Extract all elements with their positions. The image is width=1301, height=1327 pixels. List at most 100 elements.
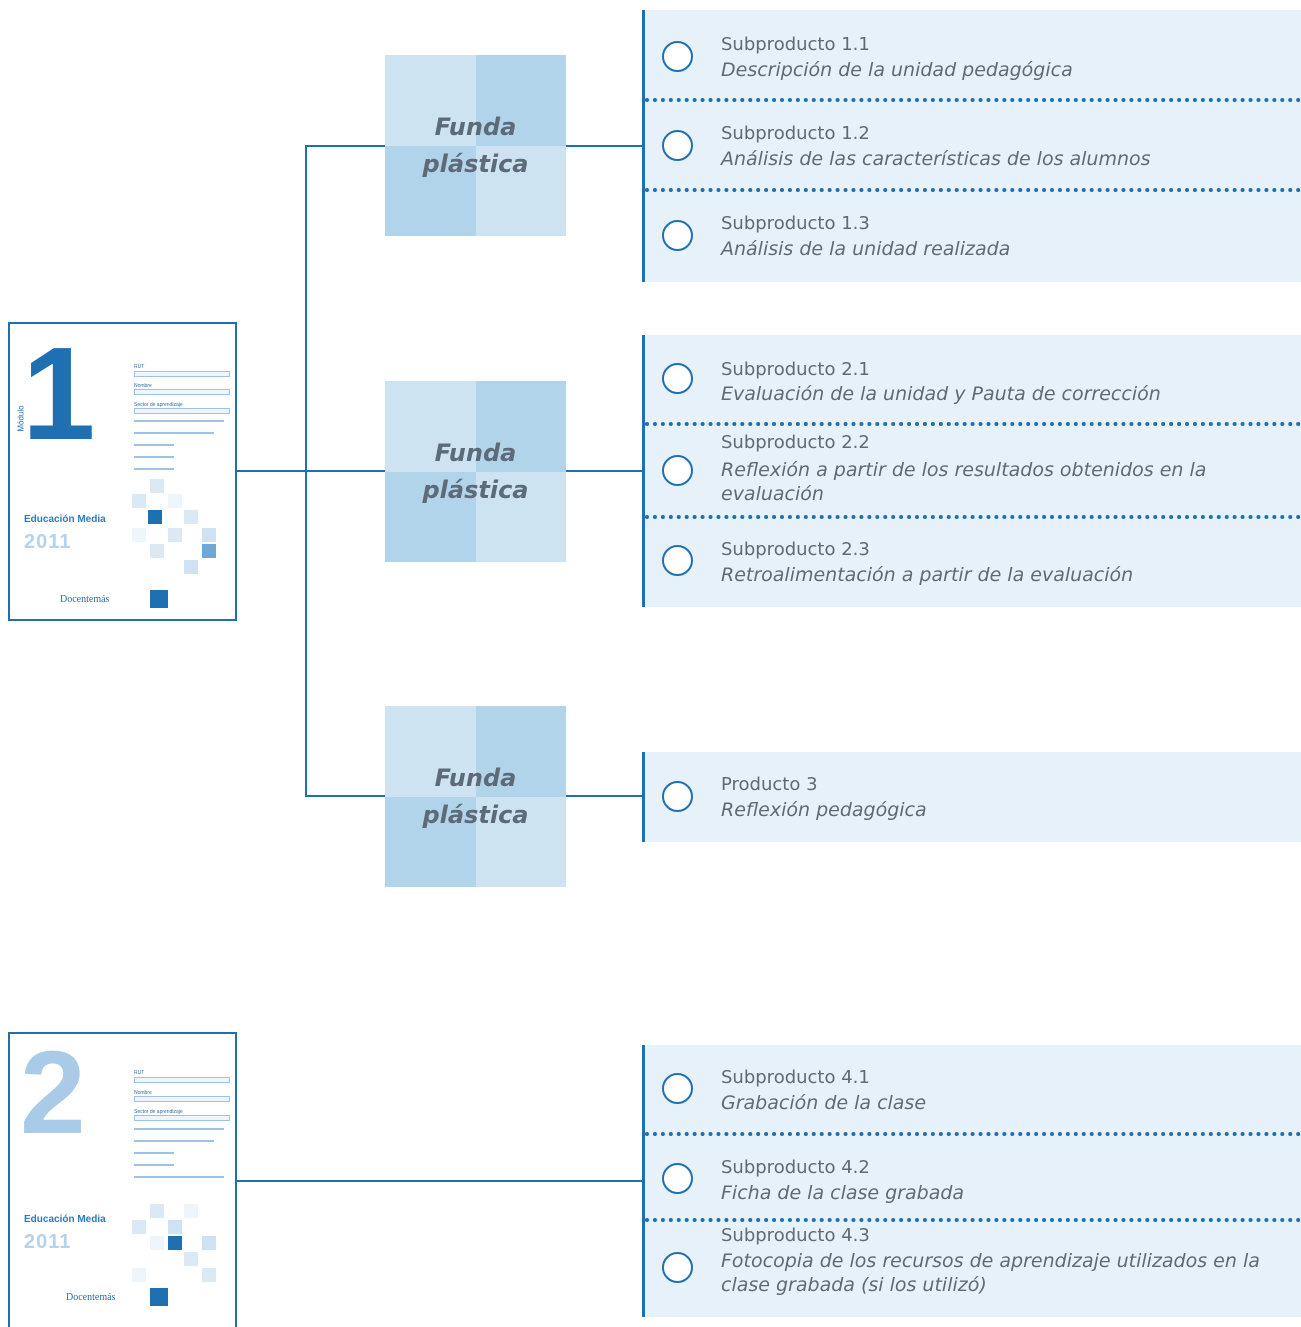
item-description: Reflexión pedagógica: [721, 799, 927, 821]
tile-quadrant: [385, 471, 476, 562]
form-sector-label: Sector de aprendizaje: [134, 1109, 183, 1115]
dimension-tile-2: Funda plástica: [385, 381, 566, 562]
item-description: Descripción de la unidad pedagógica: [721, 59, 1073, 81]
dotted-divider: [645, 188, 1301, 192]
product-panel-4: Subproducto 4.1 Grabación de la clase Su…: [642, 1045, 1301, 1317]
cover-square: [150, 479, 164, 493]
year-label: 2011: [24, 1231, 72, 1253]
brand-logo: Docentemás: [60, 594, 110, 605]
checkbox-circle-icon[interactable]: [662, 455, 693, 486]
tile-quadrant: [385, 381, 476, 472]
government-seal: [150, 1288, 168, 1306]
cover-square: [150, 1204, 164, 1218]
checkbox-circle-icon[interactable]: [662, 130, 693, 161]
form-text-line: [134, 1164, 174, 1166]
tile-label-line: plástica: [422, 149, 529, 178]
module-1-cover: 1 Módulo RUT Nombre Sector de aprendizaj…: [8, 322, 237, 621]
dotted-divider: [645, 515, 1301, 519]
brand-logo: Docentemás: [66, 1292, 116, 1303]
checkbox-circle-icon[interactable]: [662, 1163, 693, 1194]
list-item: Subproducto 4.3 Fotocopia de los recurso…: [645, 1220, 1301, 1317]
checkbox-circle-icon[interactable]: [662, 41, 693, 72]
form-text-line: [134, 1152, 174, 1154]
form-text-line: [134, 468, 174, 470]
dimension-tile-1: Funda plástica: [385, 55, 566, 236]
connector-line: [566, 470, 644, 472]
tile-quadrant: [385, 796, 476, 887]
connector-line: [305, 795, 387, 797]
checkbox-circle-icon[interactable]: [662, 1252, 693, 1283]
tile-label-line: plástica: [422, 800, 529, 829]
tile-quadrant: [475, 796, 566, 887]
checkbox-circle-icon[interactable]: [662, 545, 693, 576]
checkbox-circle-icon[interactable]: [662, 220, 693, 251]
connector-line: [305, 145, 387, 147]
cover-square: [184, 560, 198, 574]
checkbox-circle-icon[interactable]: [662, 781, 693, 812]
item-title: Producto 3: [721, 774, 818, 795]
dotted-divider: [645, 422, 1301, 426]
cover-square: [150, 1236, 164, 1250]
item-description: Análisis de la unidad realizada: [721, 238, 1011, 260]
form-sector-field: [134, 1115, 230, 1121]
cover-square: [168, 1220, 182, 1234]
form-text-line: [134, 420, 224, 422]
tile-label-line: Funda: [434, 763, 517, 792]
list-item: Subproducto 4.1 Grabación de la clase: [645, 1045, 1301, 1133]
cover-square: [184, 1204, 198, 1218]
tile-quadrant: [385, 145, 476, 236]
form-text-line: [134, 1176, 224, 1178]
list-item: Subproducto 2.1 Evaluación de la unidad …: [645, 335, 1301, 423]
cover-square: [184, 1252, 198, 1266]
checkbox-circle-icon[interactable]: [662, 1073, 693, 1104]
form-rut-field: [134, 1077, 230, 1083]
tile-label: Funda plástica: [385, 435, 566, 509]
form-name-field: [134, 1096, 230, 1102]
form-rut-label: RUT: [134, 364, 145, 370]
form-rut-field: [134, 371, 230, 377]
cover-square: [132, 1220, 146, 1234]
tile-quadrant: [475, 55, 566, 146]
item-description: Análisis de las características de los a…: [721, 148, 1151, 170]
tile-label-line: Funda: [434, 112, 517, 141]
cover-square: [150, 544, 164, 558]
list-item: Producto 3 Reflexión pedagógica: [645, 752, 1301, 842]
checkbox-circle-icon[interactable]: [662, 363, 693, 394]
education-label: Educación Media: [24, 514, 106, 525]
dotted-divider: [645, 98, 1301, 102]
tile-quadrant: [475, 471, 566, 562]
item-title: Subproducto 2.3: [721, 539, 870, 560]
module-label: Módulo: [16, 405, 26, 432]
product-panel-1: Subproducto 1.1 Descripción de la unidad…: [642, 10, 1301, 282]
tile-quadrant: [385, 706, 476, 797]
item-description: Grabación de la clase: [721, 1092, 927, 1114]
government-seal: [150, 590, 168, 608]
item-title: Subproducto 2.1: [721, 359, 870, 380]
tile-quadrant: [475, 706, 566, 797]
cover-square: [168, 494, 182, 508]
list-item: Subproducto 1.1 Descripción de la unidad…: [645, 10, 1301, 100]
item-title: Subproducto 4.2: [721, 1157, 870, 1178]
cover-square: [132, 528, 146, 542]
form-sector-label: Sector de aprendizaje: [134, 402, 183, 408]
form-name-label: Nombre: [134, 383, 152, 389]
form-text-line: [134, 432, 214, 434]
cover-square: [202, 544, 216, 558]
cover-square: [202, 1236, 216, 1250]
module-2-cover: 2 Módulo RUT Nombre Sector de aprendizaj…: [8, 1032, 237, 1327]
form-name-field: [134, 389, 230, 395]
cover-square: [168, 1236, 182, 1250]
item-description: Retroalimentación a partir de la evaluac…: [721, 564, 1134, 586]
item-description: Ficha de la clase grabada: [721, 1182, 965, 1204]
item-title: Subproducto 1.1: [721, 34, 870, 55]
item-title: Subproducto 4.3: [721, 1225, 870, 1246]
list-item: Subproducto 2.3 Retroalimentación a part…: [645, 517, 1301, 607]
tile-quadrant: [475, 145, 566, 236]
dimension-tile-3: Funda plástica: [385, 706, 566, 887]
item-title: Subproducto 2.2: [721, 432, 870, 453]
cover-square: [132, 494, 146, 508]
education-label: Educación Media: [24, 1214, 106, 1225]
connector-line: [305, 470, 387, 472]
module-number: 1: [22, 322, 96, 467]
item-title: Subproducto 1.2: [721, 123, 870, 144]
